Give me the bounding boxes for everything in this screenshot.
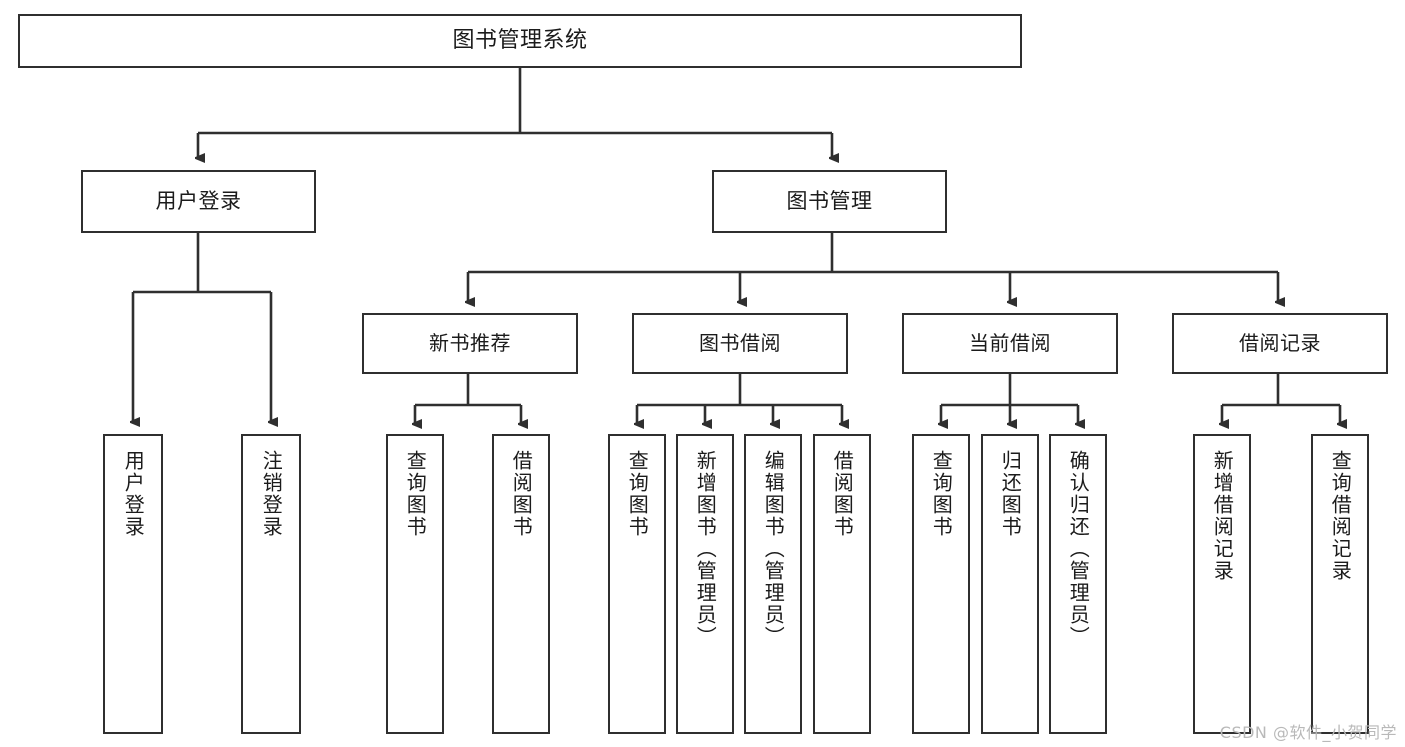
node-book-borrow[interactable]: 图书借阅	[632, 313, 848, 374]
leaf-current-borrow-3[interactable]: 确认归还（管理员）	[1049, 434, 1107, 734]
leaf-book-borrow-2-label: 新增图书（管理员）	[693, 450, 718, 648]
leaf-current-borrow-1[interactable]: 查询图书	[912, 434, 970, 734]
node-new-book-recommend-label: 新书推荐	[429, 331, 511, 355]
leaf-new-book-1[interactable]: 查询图书	[386, 434, 444, 734]
node-borrow-record[interactable]: 借阅记录	[1172, 313, 1388, 374]
leaf-current-borrow-2[interactable]: 归还图书	[981, 434, 1039, 734]
leaf-borrow-record-2-label: 查询借阅记录	[1328, 450, 1353, 582]
node-book-borrow-label: 图书借阅	[699, 331, 781, 355]
leaf-book-borrow-1[interactable]: 查询图书	[608, 434, 666, 734]
leaf-new-book-1-label: 查询图书	[403, 450, 428, 538]
leaf-new-book-2-label: 借阅图书	[509, 450, 534, 538]
leaf-user-login-1-label: 用户登录	[121, 450, 146, 538]
leaf-book-borrow-3-label: 编辑图书（管理员）	[761, 450, 786, 648]
leaf-current-borrow-1-label: 查询图书	[929, 450, 954, 538]
leaf-book-borrow-4-label: 借阅图书	[830, 450, 855, 538]
leaf-current-borrow-2-label: 归还图书	[998, 450, 1023, 538]
leaf-user-login-1[interactable]: 用户登录	[103, 434, 163, 734]
node-current-borrow[interactable]: 当前借阅	[902, 313, 1118, 374]
node-root-label: 图书管理系统	[452, 28, 588, 54]
node-user-login-label: 用户登录	[155, 189, 242, 214]
leaf-user-login-2[interactable]: 注销登录	[241, 434, 301, 734]
leaf-book-borrow-3[interactable]: 编辑图书（管理员）	[744, 434, 802, 734]
node-current-borrow-label: 当前借阅	[969, 331, 1051, 355]
node-borrow-record-label: 借阅记录	[1239, 331, 1321, 355]
leaf-current-borrow-3-label: 确认归还（管理员）	[1066, 450, 1091, 648]
node-book-manage[interactable]: 图书管理	[712, 170, 947, 233]
node-new-book-recommend[interactable]: 新书推荐	[362, 313, 578, 374]
node-root[interactable]: 图书管理系统	[18, 14, 1022, 68]
leaf-borrow-record-1-label: 新增借阅记录	[1210, 450, 1235, 582]
node-user-login[interactable]: 用户登录	[81, 170, 316, 233]
leaf-borrow-record-2[interactable]: 查询借阅记录	[1311, 434, 1369, 734]
leaf-user-login-2-label: 注销登录	[259, 450, 284, 538]
leaf-book-borrow-1-label: 查询图书	[625, 450, 650, 538]
node-book-manage-label: 图书管理	[786, 189, 873, 214]
leaf-borrow-record-1[interactable]: 新增借阅记录	[1193, 434, 1251, 734]
watermark: CSDN @软件_小贺同学	[1219, 723, 1397, 742]
leaf-book-borrow-4[interactable]: 借阅图书	[813, 434, 871, 734]
leaf-new-book-2[interactable]: 借阅图书	[492, 434, 550, 734]
leaf-book-borrow-2[interactable]: 新增图书（管理员）	[676, 434, 734, 734]
